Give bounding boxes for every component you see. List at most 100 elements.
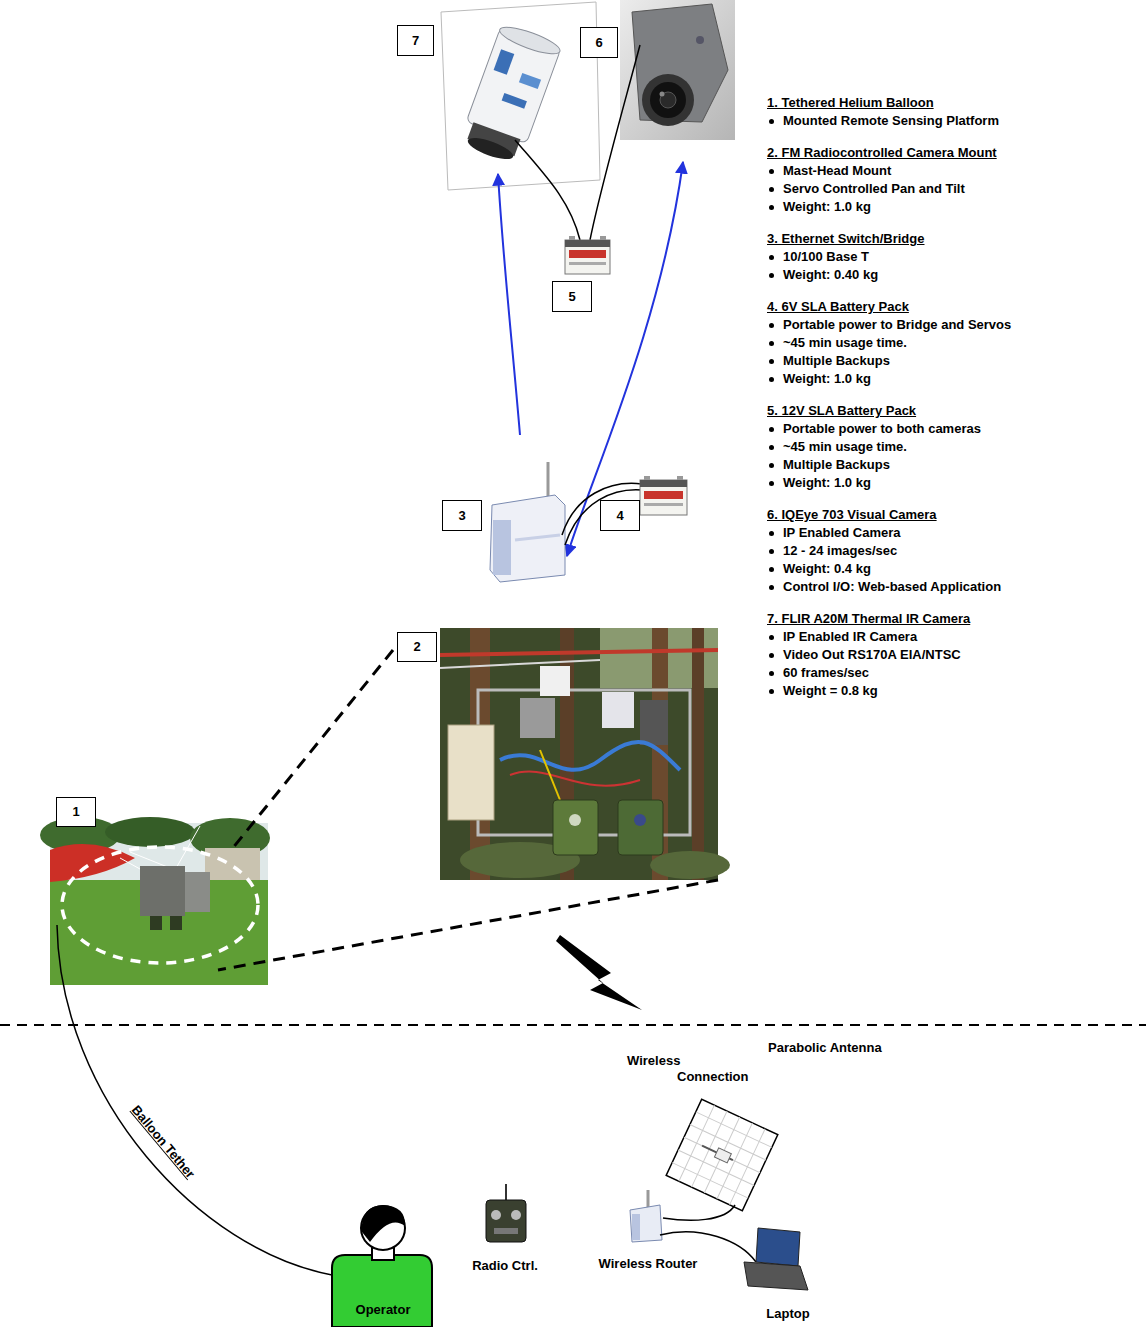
spec-item: Weight: 1.0 kg [783,475,871,491]
balloon-photo [185,872,210,912]
platform-photo [440,628,718,880]
label-text: Portable power to Bridge and Servos [783,317,1011,333]
section-heading: 6. IQEye 703 Visual Camera [767,507,937,523]
balloon-photo [170,916,182,930]
radio-controller [505,1184,507,1200]
platform-photo [500,742,680,770]
thermal-camera [502,93,527,109]
label-text: 10/100 Base T [783,249,869,265]
thermal-camera [519,73,541,89]
power-wire [515,140,580,240]
platform-photo [569,814,581,826]
spec-item: IP Enabled Camera [783,525,901,541]
balloon-photo [40,817,270,985]
platform-photo [520,698,555,738]
bullet-dot [769,671,774,676]
label-text: Weight: 0.40 kg [783,267,878,283]
label-text: Parabolic Antenna [768,1040,882,1056]
battery-pack [640,480,687,515]
parabolic-antenna [666,1099,778,1211]
label-text: Weight: 1.0 kg [783,199,871,215]
power-wire [590,45,640,240]
spec-item: ~45 min usage time. [783,439,907,455]
battery-pack [640,476,687,515]
label-text: Multiple Backups [783,353,890,369]
parabolic-antenna [666,1099,778,1211]
thermal-camera [458,22,563,166]
callout-number: 6 [595,35,602,51]
label-text: Wireless Router [599,1256,698,1272]
platform-photo [440,660,600,668]
spec-item: Servo Controlled Pan and Tilt [783,181,965,197]
battery-pack [569,262,606,265]
spec-item: Mounted Remote Sensing Platform [783,113,999,129]
label-text: Multiple Backups [783,457,890,473]
battery-pack [640,480,687,487]
spec-item: Weight: 1.0 kg [783,199,871,215]
figure-label: Laptop [766,1306,809,1322]
label-text: IP Enabled Camera [783,525,901,541]
operator-figure [332,1205,432,1327]
balloon-photo [140,866,185,916]
battery-pack [644,491,683,499]
callout-box: 4 [600,500,640,531]
battery-pack [644,476,650,480]
figure-label: Operator [356,1302,411,1318]
platform-photo [650,851,730,879]
spec-item: Portable power to both cameras [783,421,981,437]
spec-item: Video Out RS170A EIA/NTSC [783,647,961,663]
zoom-line [218,880,718,970]
visual-camera [696,36,704,44]
operator-figure [361,1206,405,1250]
ground-divider [0,1024,1146,1026]
bullet-dot [769,255,774,260]
radio-controller [491,1210,501,1220]
radio-controller [511,1210,521,1220]
bullet-dot [769,205,774,210]
visual-camera [660,92,676,108]
label-text: Balloon Tether [128,1102,198,1181]
radio-controller [494,1228,518,1234]
label-text: Servo Controlled Pan and Tilt [783,181,965,197]
balloon-photo [50,844,135,882]
section-heading: 4. 6V SLA Battery Pack [767,299,909,315]
platform-photo [540,750,560,800]
ethernet-bridge [547,462,550,500]
spec-item: Multiple Backups [783,353,890,369]
label-text: Operator [356,1302,411,1318]
spec-item: Weight = 0.8 kg [783,683,878,699]
data-link-arrow [498,162,683,556]
label-text: Wireless Connection [627,1053,752,1085]
bullet-dot [769,531,774,536]
label-text: 7. FLIR A20M Thermal IR Camera [767,611,970,627]
spec-item: Weight: 0.4 kg [783,561,871,577]
spec-item: 60 frames/sec [783,665,869,681]
bullet-dot [769,323,774,328]
bullet-dot [769,585,774,590]
parabolic-antenna [714,1148,731,1163]
spec-item: Multiple Backups [783,457,890,473]
label-text: Weight: 0.4 kg [783,561,871,577]
callout-number: 5 [568,289,575,305]
battery-pack [565,236,610,274]
zoom-line [232,650,393,849]
platform-photo [440,628,730,880]
figure-label: Radio Ctrl. [472,1258,538,1274]
label-text: ~45 min usage time. [783,335,907,351]
spec-item: Portable power to Bridge and Servos [783,317,1011,333]
callout-box: 1 [56,797,96,827]
bullet-dot [769,341,774,346]
balloon-tether [57,925,332,1275]
figure-label: Wireless Router [599,1256,698,1272]
label-text: 2. FM Radiocontrolled Camera Mount [767,145,997,161]
section-heading: 3. Ethernet Switch/Bridge [767,231,924,247]
bullet-dot [769,567,774,572]
ethernet-bridge [490,462,565,582]
label-text: 4. 6V SLA Battery Pack [767,299,909,315]
visual-camera [620,0,735,140]
section-heading: 5. 12V SLA Battery Pack [767,403,916,419]
section-heading: 7. FLIR A20M Thermal IR Camera [767,611,970,627]
thermal-camera [494,49,515,74]
